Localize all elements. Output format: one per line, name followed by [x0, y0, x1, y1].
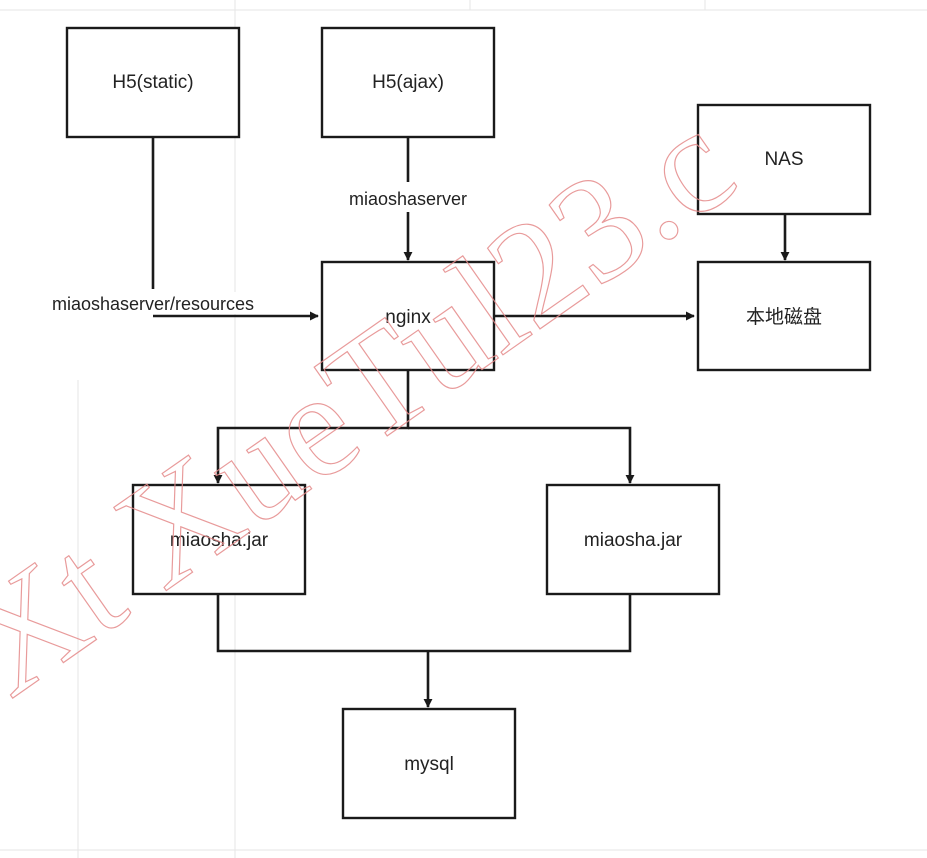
node-label: 本地磁盘 — [746, 306, 822, 328]
node-jar-left: miaosha.jar — [131, 483, 307, 596]
node-h5-static: H5(static) — [65, 26, 241, 139]
node-jar-right: miaosha.jar — [545, 483, 721, 596]
node-label: miaosha.jar — [584, 530, 683, 551]
node-label: H5(ajax) — [372, 72, 444, 93]
node-nas: NAS — [696, 103, 872, 216]
node-label: nginx — [385, 307, 431, 328]
node-label: mysql — [404, 754, 454, 775]
node-label: NAS — [764, 149, 803, 170]
node-label: miaosha.jar — [170, 530, 269, 551]
node-local-disk: 本地磁盘 — [696, 260, 872, 372]
watermark-text: Xt XueTul23.c — [0, 78, 762, 727]
edge-label-text: miaoshaserver — [349, 189, 467, 209]
nginx-to-jar-left-arrow — [213, 370, 410, 484]
connectors — [151, 137, 790, 708]
nginx-to-jar-right-arrow — [408, 426, 635, 484]
edge-label-ajax: miaoshaserver — [330, 186, 486, 210]
node-mysql: mysql — [341, 707, 517, 820]
edge-label-text: miaoshaserver/resources — [52, 294, 254, 314]
node-nginx: nginx — [320, 260, 496, 372]
node-label: H5(static) — [112, 72, 193, 93]
watermark: Xt XueTul23.c — [0, 77, 762, 727]
node-h5-ajax: H5(ajax) — [320, 26, 496, 139]
edge-label-static: miaoshaserver/resources — [20, 292, 286, 314]
jars-merge-line — [216, 594, 632, 653]
